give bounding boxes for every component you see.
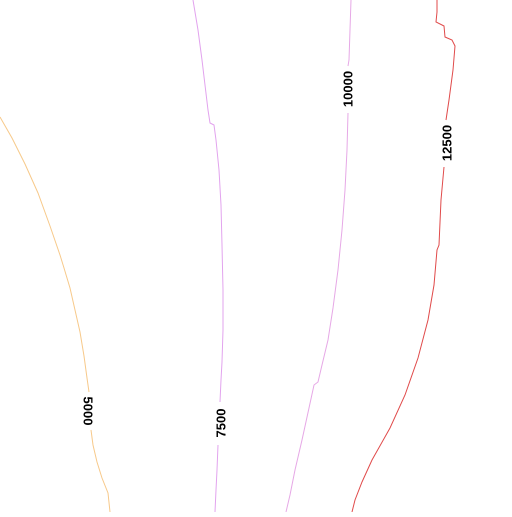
contour-line-12500 — [351, 0, 456, 513]
contour-label-7500: 7500 — [214, 409, 229, 438]
contour-label-12500: 12500 — [440, 125, 455, 161]
contour-line-5000 — [0, 116, 111, 513]
contour-label-10000: 10000 — [341, 71, 356, 107]
contour-line-7500 — [192, 0, 224, 513]
contour-line-10000 — [285, 0, 352, 513]
contour-label-5000: 5000 — [81, 397, 96, 426]
